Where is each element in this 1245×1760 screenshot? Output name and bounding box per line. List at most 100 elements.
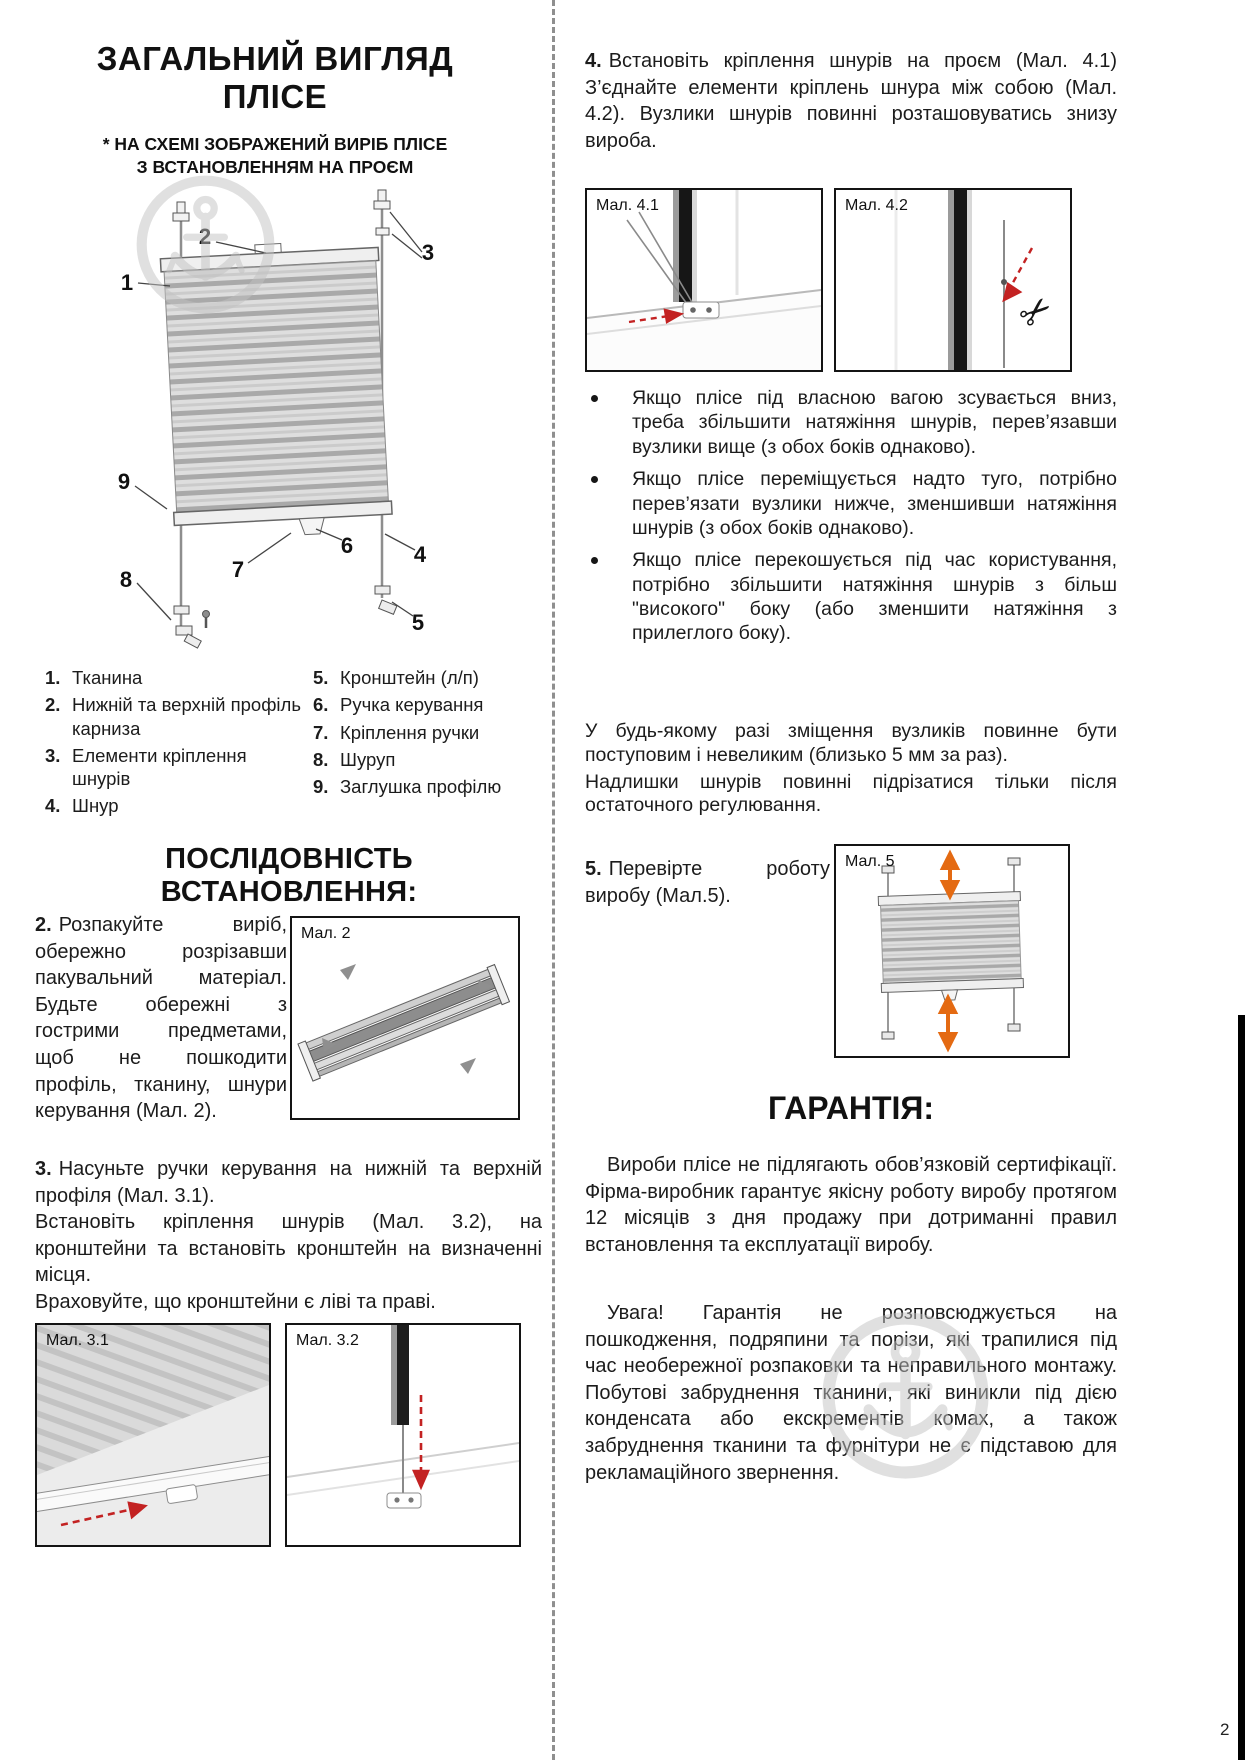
pleated-fabric <box>163 260 389 513</box>
page-title-line1: ЗАГАЛЬНИЙ ВИГЛЯД <box>96 40 454 77</box>
cord-fixing-bracket <box>386 1492 422 1509</box>
figure-4-1-image <box>587 190 821 370</box>
blind-overview-diagram: 1 2 3 4 5 6 7 8 9 <box>30 182 520 660</box>
legend-column-1: 1. Тканина 2. Нижній та верхній профіль … <box>45 666 303 822</box>
bullet-text-1: Якщо плісе під власною вагою зсувається … <box>632 387 1117 458</box>
install-section-title: ПОСЛІДОВНІСТЬ ВСТАНОВЛЕННЯ: <box>160 843 418 908</box>
legend-item: 4. Шнур <box>45 794 303 817</box>
figure-4-1: Мал. 4.1 <box>585 188 823 372</box>
legend-item: 6. Ручка керування <box>313 693 545 716</box>
legend-text: Шуруп <box>340 748 396 770</box>
cord-knot <box>1001 279 1007 285</box>
handle-closeup <box>165 1484 198 1504</box>
note-paragraph-1: У будь-якому разі зміщення вузликів пови… <box>585 720 1117 766</box>
legend-item: 3. Елементи кріплення шнурів <box>45 744 303 791</box>
warranty-section-title: ГАРАНТІЯ: <box>767 1090 935 1126</box>
page-subtitle: * НА СХЕМІ ЗОБРАЖЕНИЙ ВИРІБ ПЛІСЕ З ВСТА… <box>55 133 495 179</box>
legend-number: 8. <box>313 748 329 770</box>
step-3-block: 3.Насуньте ручки керування на нижній та … <box>35 1156 542 1316</box>
packed-product <box>297 963 511 1082</box>
window-frame-edge <box>954 190 967 370</box>
mini-blind <box>877 891 1025 1001</box>
step-2-number: 2. <box>35 914 52 936</box>
figure-4-2-label: Мал. 4.2 <box>845 197 908 214</box>
legend-text: Тканина <box>72 667 143 688</box>
step-2-paragraph: 2.Розпакуйте виріб, обережно розрізавши … <box>35 912 287 1125</box>
page-title: ЗАГАЛЬНИЙ ВИГЛЯД ПЛІСЕ <box>55 40 495 115</box>
step-3-paragraph-2: Встановіть кріплення шнурів (Мал. 3.2), … <box>35 1209 542 1289</box>
install-arrow <box>1002 247 1034 303</box>
cords <box>626 211 694 305</box>
legend-number: 5. <box>313 667 329 688</box>
page-title-line2: ПЛІСЕ <box>222 77 328 115</box>
note-paragraph-2: Надлишки шнурів повинні підрізатися тіль… <box>585 770 1117 817</box>
top-left-cord-fixing <box>172 201 190 222</box>
step-4-paragraph: 4.Встановіть кріплення шнурів на проєм (… <box>585 48 1117 154</box>
window-frame-edge <box>679 190 692 302</box>
unpack-arrows <box>322 964 492 1074</box>
legend-number: 7. <box>313 721 329 743</box>
part-number-4: 4 <box>414 542 427 567</box>
legend-number: 2. <box>45 694 61 716</box>
warranty-paragraph-2: Увага! Гарантія не розповсюджується на п… <box>585 1302 1117 1484</box>
step-3-number: 3. <box>35 1158 52 1180</box>
step-3-paragraph-1: 3.Насуньте ручки керування на нижній та … <box>35 1156 542 1209</box>
column-divider <box>552 0 555 1760</box>
bullet-text-2: Якщо плісе переміщується надто туго, пот… <box>632 468 1117 539</box>
legend-number: 9. <box>313 776 329 798</box>
legend-item: 7. Кріплення ручки <box>313 721 545 744</box>
bullet-dot <box>591 557 598 565</box>
step-4-number: 4. <box>585 50 602 72</box>
step-5-text: Перевірте роботу виробу (Мал.5). <box>585 858 830 907</box>
part-number-2: 2 <box>199 224 211 249</box>
page-subtitle-line2: З ВСТАНОВЛЕННЯМ НА ПРОЄМ <box>136 156 414 177</box>
legend-item: 2. Нижній та верхній профіль карниза <box>45 693 303 740</box>
figure-5-label: Мал. 5 <box>845 853 895 870</box>
figure-3-1: Мал. 3.1 <box>35 1323 271 1547</box>
install-arrow <box>628 308 685 324</box>
screw <box>202 610 210 628</box>
figure-3-1-image <box>37 1325 269 1545</box>
figure-2-image <box>297 963 511 1082</box>
legend-item: 5. Кронштейн (л/п) <box>313 666 545 689</box>
legend-number: 3. <box>45 744 61 766</box>
figure-3-1-label: Мал. 3.1 <box>46 1332 109 1349</box>
part-number-5: 5 <box>412 610 424 635</box>
step-3-text-2: Встановіть кріплення шнурів (Мал. 3.2), … <box>35 1211 542 1287</box>
legend-number: 4. <box>45 795 61 817</box>
figure-3-2-image <box>287 1325 519 1545</box>
bullet-item-2: Якщо плісе переміщується надто туго, пот… <box>585 467 1117 540</box>
control-handle <box>298 517 325 536</box>
fixings <box>881 857 1021 1040</box>
bullet-item-1: Якщо плісе під власною вагою зсувається … <box>585 386 1117 459</box>
step-3-text-3: Враховуйте, що кронштейни є ліві та прав… <box>35 1290 436 1313</box>
figure-4-2: Мал. 4.2 ✂ <box>834 188 1072 372</box>
figure-3-2: Мал. 3.2 <box>285 1323 521 1547</box>
install-arrow <box>60 1501 148 1527</box>
window-sill <box>587 290 821 370</box>
bottom-left-hardware <box>173 605 202 649</box>
figure-5: Мал. 5 <box>834 844 1070 1058</box>
warranty-paragraph-1: Вироби плісе не підлягають обов’язковій … <box>585 1154 1117 1256</box>
blind-body <box>159 242 393 536</box>
bullet-item-3: Якщо плісе перекошується під час користу… <box>585 548 1117 646</box>
page-subtitle-line1: * НА СХЕМІ ЗОБРАЖЕНИЙ ВИРІБ ПЛІСЕ <box>102 134 448 154</box>
legend-item: 9. Заглушка профілю <box>313 775 545 798</box>
step-4-text: Встановіть кріплення шнурів на проєм (Ма… <box>585 50 1117 152</box>
step-3-paragraph-3: Враховуйте, що кронштейни є ліві та прав… <box>35 1289 542 1316</box>
figure-2: Мал. 2 <box>290 916 520 1120</box>
legend-text: Кріплення ручки <box>340 721 480 743</box>
legend-number: 1. <box>45 667 61 688</box>
page-number: 2 <box>1220 1720 1230 1739</box>
bullet-dot <box>591 476 598 484</box>
figure-3-2-label: Мал. 3.2 <box>296 1332 359 1349</box>
part-number-8: 8 <box>120 567 132 592</box>
part-number-3: 3 <box>422 240 434 265</box>
adjustment-bullet-list: Якщо плісе під власною вагою зсувається … <box>585 386 1117 654</box>
movement-arrows <box>937 849 961 1053</box>
legend-text: Ручка керування <box>340 694 484 716</box>
bullet-text-3: Якщо плісе перекошується під час користу… <box>632 549 1117 645</box>
install-arrow <box>412 1395 430 1491</box>
step-5-paragraph: 5.Перевірте роботу виробу (Мал.5). <box>585 856 830 909</box>
